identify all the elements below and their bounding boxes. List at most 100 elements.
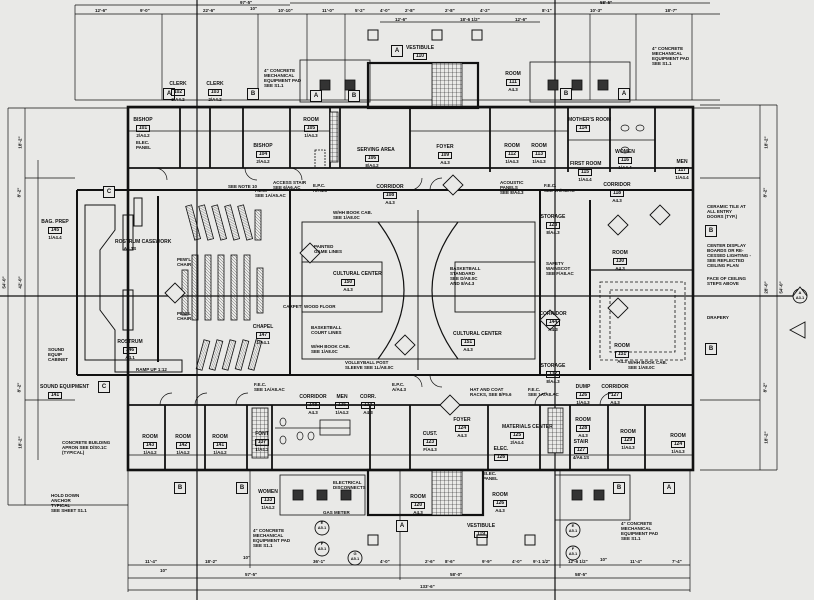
grid-tag-a5: A: [396, 520, 408, 532]
room-label-storage-132: Storage1328/A4.3: [538, 363, 568, 385]
grid-tag-b3: B: [560, 88, 572, 100]
room-number: 141: [212, 441, 228, 449]
room-label-room-129: Room1291/A4.3: [613, 429, 643, 451]
room-detail-ref: 1/A4.2: [255, 447, 269, 452]
dim-bot-9: 4'-0": [512, 559, 522, 564]
north-entry-tile: [431, 62, 463, 109]
room-label-bishop-101: Bishop1012/A4.2: [128, 117, 158, 139]
dim-bot-4: 36'-1": [313, 559, 326, 564]
room-name: Corridor: [376, 184, 404, 190]
room-name: Cultural Center: [333, 271, 382, 277]
room-name: Foyer: [453, 417, 471, 423]
room-label-cultural-center-151: Cultural Center151A4.3: [453, 331, 502, 353]
room-number: 125: [509, 431, 525, 439]
note-fec-ne: F.E.C. SEE 1A/A8.Ac: [544, 183, 575, 193]
room-number: 147: [255, 331, 271, 339]
note-mech-pad-sw: 4" CONCRETE MECHANICAL EQUIPMENT PAD SEE…: [253, 528, 291, 548]
room-number: 116: [617, 156, 633, 164]
room-number: 143: [142, 441, 158, 449]
room-detail-ref: 1/A4.4: [578, 177, 592, 182]
room-name: Vestibule: [466, 523, 496, 529]
room-detail-ref: 1/A4.1: [256, 340, 270, 345]
dim-top-1: 9'-0": [140, 8, 150, 13]
room-detail-ref: 8/A4.3: [546, 379, 560, 384]
room-detail-ref: A4.3: [615, 266, 625, 271]
section-letter: F: [571, 546, 575, 551]
room-detail-ref: 2/A4.2: [256, 159, 270, 164]
room-label-women-116: Women1161/A4.4: [610, 149, 640, 171]
room-detail-ref: 8/A4.2: [365, 163, 379, 168]
north-wing-thin: [128, 111, 655, 169]
room-detail-ref: A4.3: [343, 287, 353, 292]
note-ramp: RAMP UP 1:12: [136, 367, 167, 372]
room-label-corridor-144: Corridor144A4.3: [538, 311, 568, 333]
room-label-women-133: Women1331/A4.2: [253, 489, 283, 511]
dim-top-13: 18'-7": [665, 8, 678, 13]
room-name: Room: [410, 494, 426, 500]
room-number: 129: [620, 436, 636, 444]
room-detail-ref: 1/A4.4: [48, 235, 62, 240]
room-number: 130: [612, 257, 628, 265]
dim-bot-11: 12'-6 1/2": [568, 559, 588, 564]
note-see-note-10: SEE NOTE 10: [228, 184, 258, 189]
mechanical-units: [292, 79, 609, 501]
section-sheet: A5.1: [350, 555, 360, 561]
grid-tag-b: B: [247, 88, 259, 100]
room-number: 109: [437, 151, 453, 159]
room-detail-ref: 1/A4.2: [335, 410, 349, 415]
dim-top-3: 10": [250, 6, 258, 11]
room-label-corridor-148: Corridor148A4.3: [298, 394, 328, 416]
room-name: Room: [531, 143, 547, 149]
room-name: Vestibule: [405, 45, 435, 51]
room-label-corridor-118: Corridor118A4.3: [602, 182, 632, 204]
room-label-room-130: Room130A4.3: [605, 250, 635, 272]
room-label-men-117: Men1171/A4.4: [667, 159, 697, 181]
east-rooms: [590, 269, 693, 361]
room-detail-ref: A4.3: [413, 510, 423, 515]
dim-bot-0: 11'-4": [145, 559, 157, 564]
room-detail-ref: A4.3: [508, 87, 518, 92]
room-label-elec-126: Elec.126: [486, 446, 516, 462]
grid-tag-a3: A: [391, 45, 403, 57]
note-painted-game-lines: PAINTED GAME LINES: [314, 244, 343, 254]
room-name: Room: [175, 434, 191, 440]
section-sheet: A5.1: [317, 524, 327, 530]
room-number: 123: [422, 438, 438, 446]
room-name: Corridor: [539, 311, 567, 317]
dim-top-6: 5'-2": [355, 8, 365, 13]
room-name: Clerk: [169, 81, 187, 87]
room-number: 126: [575, 391, 591, 399]
room-name: Corr.: [359, 394, 377, 400]
room-label-room-111: Room111A4.3: [498, 71, 528, 93]
note-sound-equip-cabinet: SOUND EQUIP CABINET: [48, 347, 68, 362]
room-detail-ref: 2/A4.4: [510, 440, 524, 445]
room-label-corridor-108: Corridor108A4.3: [375, 184, 405, 206]
grid-tag-b5: B: [705, 343, 717, 355]
room-name: Bag. Prep: [41, 219, 69, 225]
room-name: Men: [676, 159, 688, 165]
room-number: 137: [254, 438, 270, 446]
note-concrete-apron: CONCRETE BUILDING APRON SEE D/S0.1c (TYP…: [62, 440, 111, 455]
room-detail-ref: 1/A4.3: [621, 445, 635, 450]
grid-tag-b8: B: [613, 482, 625, 494]
room-number: 126: [493, 453, 509, 461]
room-label-first-aid-115: First Room1151/A4.4: [570, 161, 601, 183]
room-label-room-142: Room1421/A4.2: [168, 434, 198, 456]
dim-right-2: 28'-0": [763, 281, 769, 294]
room-number: 146: [122, 346, 138, 354]
room-name: Clerk: [206, 81, 224, 87]
note-mech-pad-se: 4" CONCRETE MECHANICAL EQUIPMENT PAD SEE…: [621, 521, 659, 541]
room-name: Room: [620, 429, 636, 435]
dim-top-overall-right: 58'-5": [600, 0, 613, 5]
room-detail-ref: A4.3: [578, 433, 588, 438]
dim-top-10: 4'-2": [480, 8, 490, 13]
room-detail-ref: A4.3: [495, 508, 505, 513]
rostrum-seating: [84, 197, 183, 373]
room-name: Foyer: [436, 144, 454, 150]
room-name: Mother's Room: [568, 117, 612, 123]
room-number: 132: [545, 370, 561, 378]
room-number: 141: [47, 391, 63, 399]
